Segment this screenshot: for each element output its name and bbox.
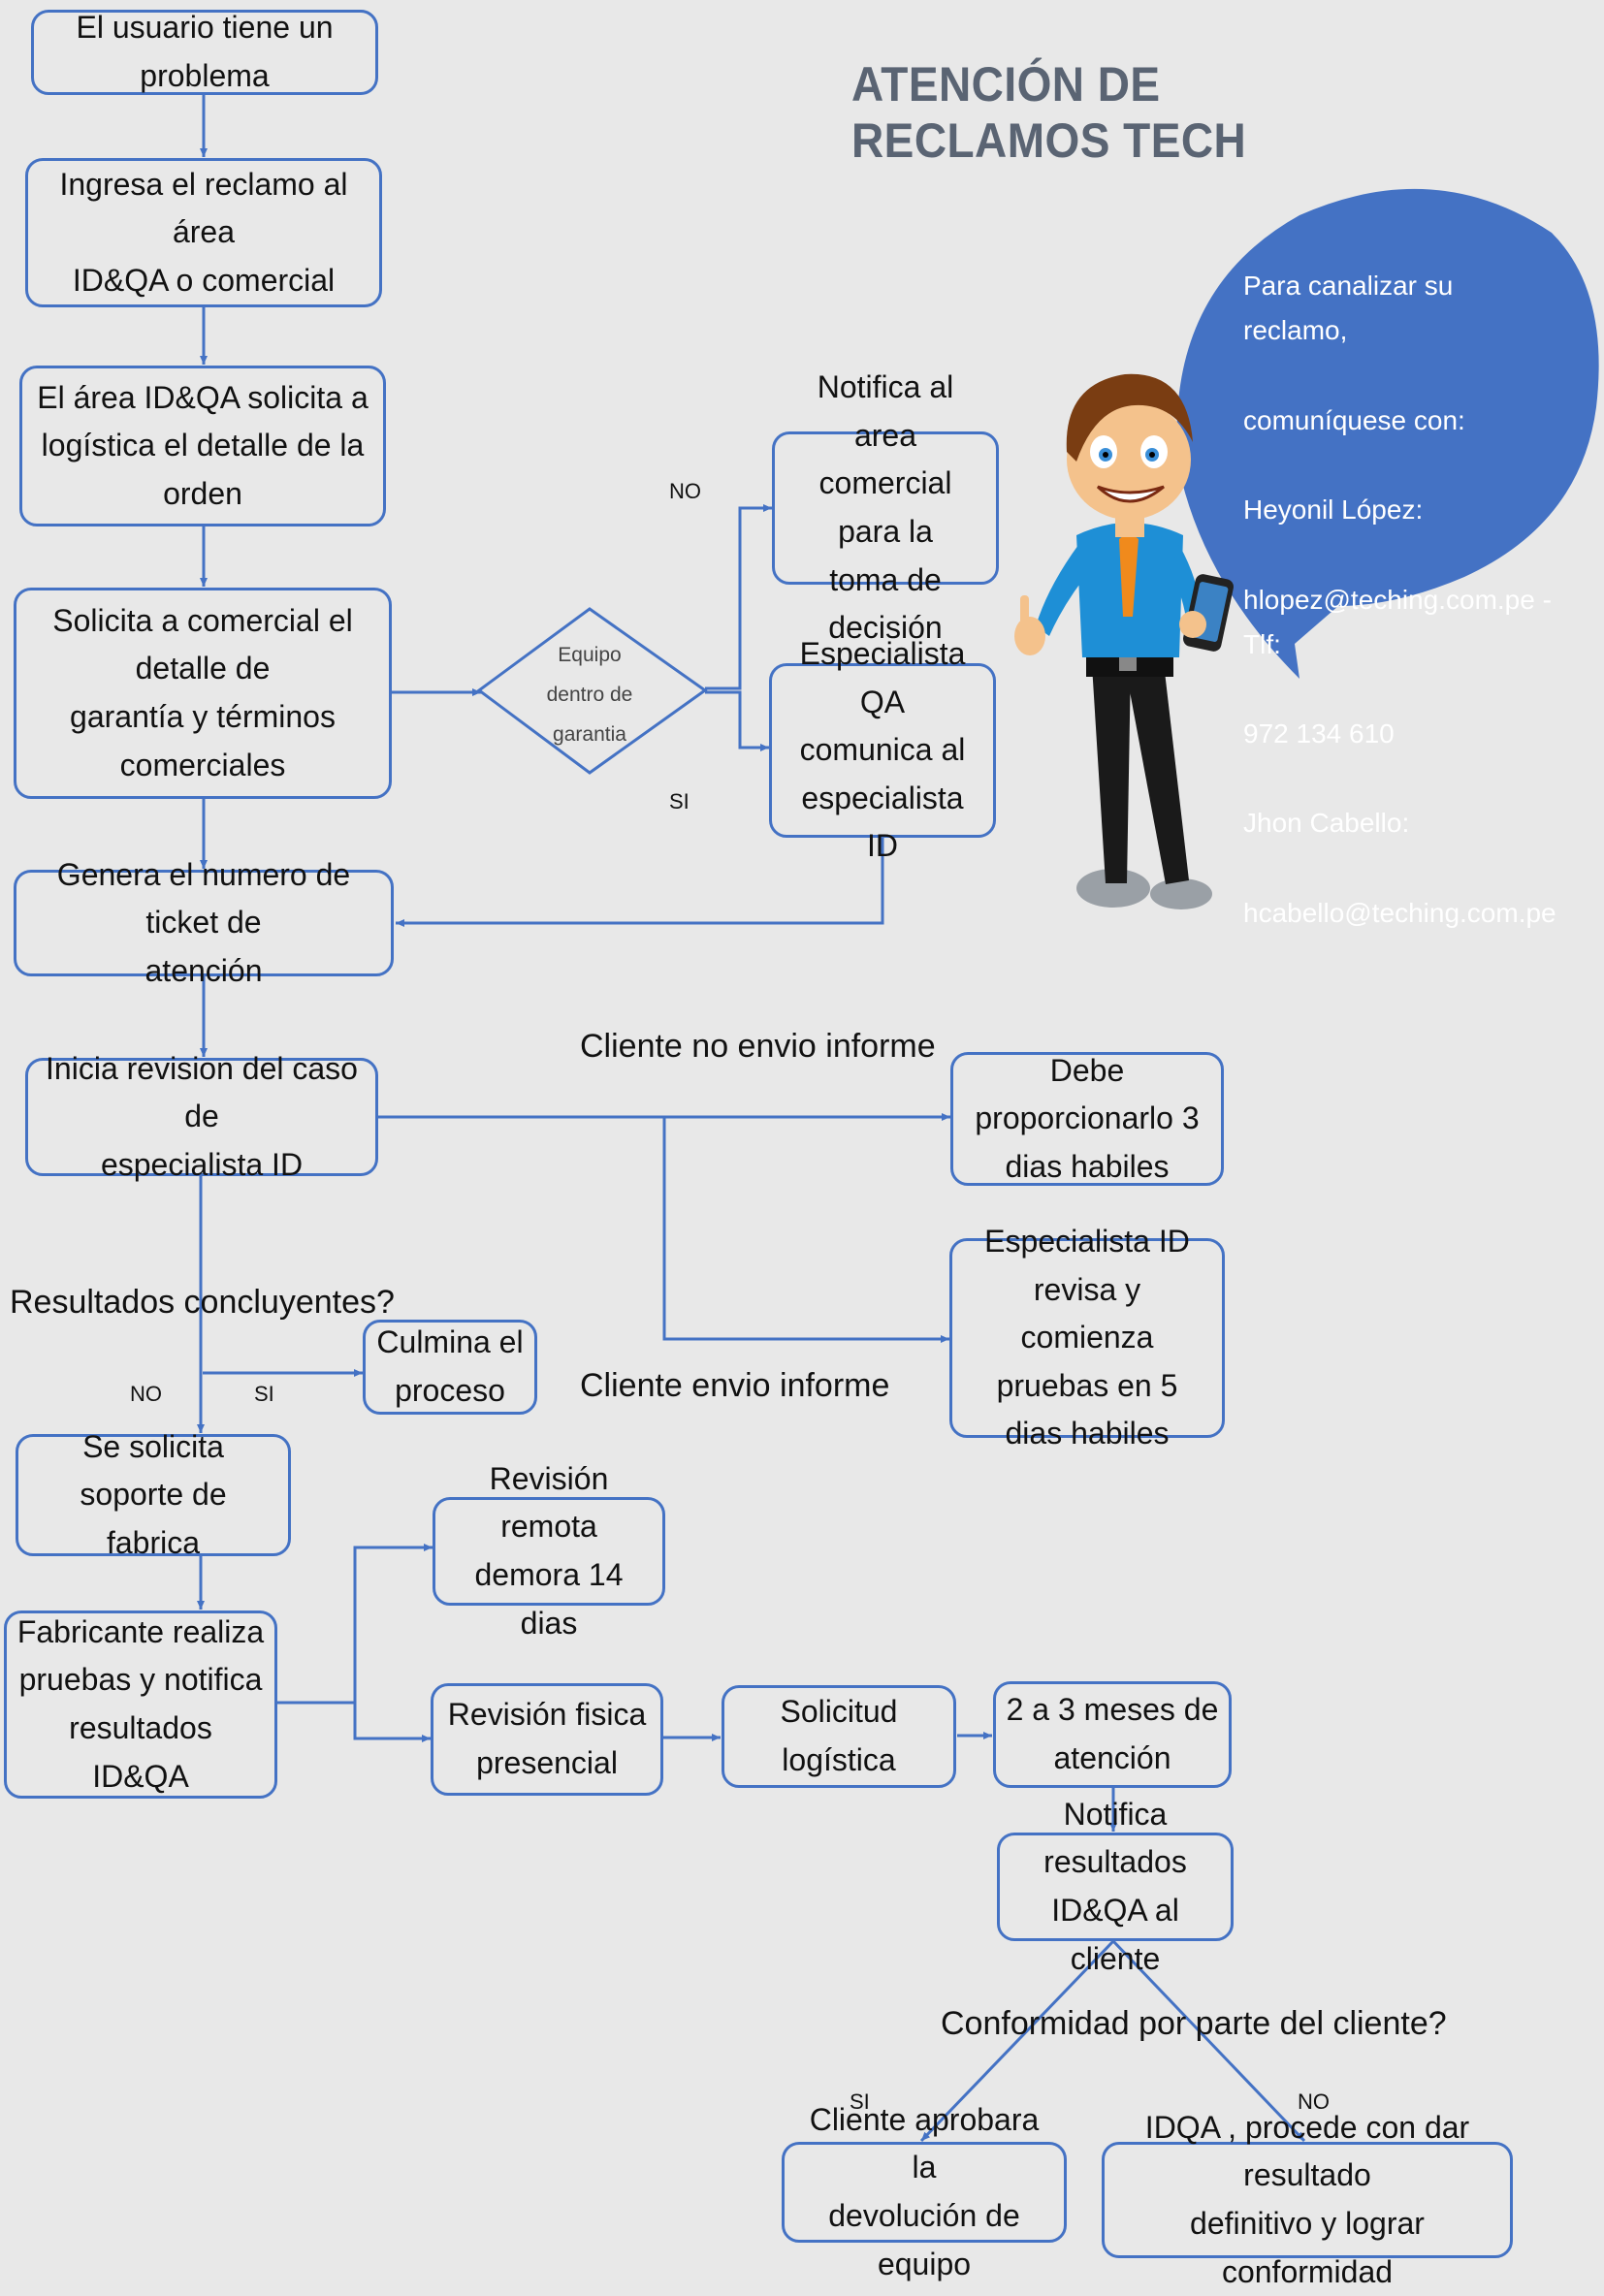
label-resultados-concluyentes: Resultados concluyentes?: [10, 1284, 395, 1321]
node-revision-remota: Revisión remota demora 14 dias: [433, 1461, 665, 1641]
node-notifica-resultados: Notifica resultados ID&QA al cliente: [997, 1797, 1234, 1976]
node-especialista-qa: Especialista QA comunica al especialista…: [769, 636, 996, 863]
label-cliente-envio: Cliente envio informe: [580, 1367, 890, 1404]
contact-phone: 972 134 610: [1243, 718, 1395, 749]
decision-label: Equipo dentro de garantia: [546, 644, 633, 746]
node-revision-fisica: Revisión fisica presencial: [431, 1683, 663, 1796]
node-inicia-revision: Inicia revision del caso de especialista…: [25, 1051, 378, 1182]
arrow-notifica-si: [919, 1939, 1115, 2143]
arrow-n6-revisa: [662, 1117, 949, 1343]
node-cliente-aprobara: Cliente aprobara la devolución de equipo: [782, 2102, 1067, 2281]
label-cliente-no-envio: Cliente no envio informe: [580, 1028, 936, 1065]
node-user-problem: El usuario tiene un problema: [31, 10, 378, 95]
label-conformidad-cliente: Conformidad por parte del cliente?: [941, 2005, 1447, 2042]
speech-bubble: [1176, 188, 1599, 680]
node-idqa-resultado: IDQA , procede con dar resultado definit…: [1102, 2110, 1513, 2289]
arrow-to-remota: [353, 1544, 433, 1703]
node-meses-atencion: 2 a 3 meses de atención: [993, 1681, 1232, 1788]
node-genera-ticket: Genera el numero de ticket de atención: [14, 857, 394, 988]
arrow-to-fisica: [353, 1703, 431, 1742]
contact-line: Para canalizar su reclamo,: [1243, 271, 1454, 346]
label-si-resultados: SI: [254, 1382, 274, 1406]
node-fabricante-pruebas: Fabricante realiza pruebas y notifica re…: [4, 1610, 277, 1799]
label-si-decision: SI: [669, 789, 690, 813]
label-si-conformidad: SI: [850, 2089, 870, 2114]
contact-line: comuníquese con:: [1243, 404, 1465, 435]
node-solicitud-logistica: Solicitud logística: [722, 1685, 956, 1788]
contact-info: Para canalizar su reclamo, comuníquese c…: [1243, 219, 1563, 980]
node-debe-proporcionarlo: Debe proporcionarlo 3 dias habiles: [950, 1052, 1224, 1186]
contact-line: Jhon Cabello:: [1243, 808, 1410, 839]
page-title: ATENCIÓN DE RECLAMOS TECH: [851, 57, 1247, 168]
arrow-notifica-no: [1111, 1939, 1306, 2143]
node-especialista-revisa: Especialista ID revisa y comienza prueba…: [949, 1224, 1225, 1451]
label-no-conformidad: NO: [1298, 2089, 1330, 2114]
node-ingresa-reclamo: Ingresa el reclamo al área ID&QA o comer…: [25, 158, 382, 307]
label-no-resultados: NO: [130, 1382, 162, 1406]
arrow-qa-ticket: [396, 838, 884, 927]
person-illustration: [1014, 373, 1234, 909]
label-no-decision: NO: [669, 479, 701, 503]
node-solicita-comercial: Solicita a comercial el detalle de garan…: [14, 588, 392, 799]
contact-line: Heyonil López:: [1243, 494, 1424, 526]
contact-email: hcabello@teching.com.pe: [1243, 897, 1556, 928]
contact-email: hlopez@teching.com.pe - Tlf:: [1243, 584, 1552, 659]
decision-diamond: [476, 607, 708, 775]
node-notifica-comercial: Notifica al area comercial para la toma …: [772, 369, 999, 645]
arrow-decision-no: [705, 504, 772, 690]
node-culmina-proceso: Culmina el proceso: [363, 1320, 537, 1415]
arrow-decision-si: [705, 690, 769, 751]
node-soporte-fabrica: Se solicita soporte de fabrica: [16, 1429, 291, 1560]
node-solicita-logistica: El área ID&QA solicita a logística el de…: [19, 366, 386, 526]
